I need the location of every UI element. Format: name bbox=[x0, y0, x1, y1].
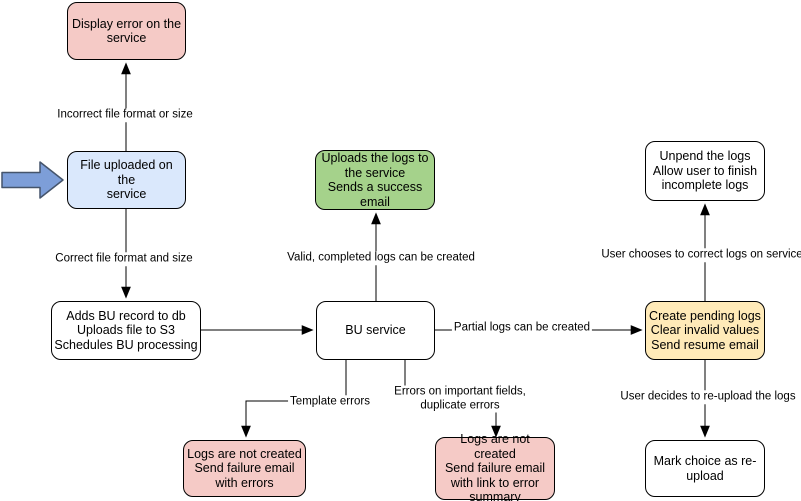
edge-label-user-decides: User decides to re-upload the logs bbox=[618, 390, 798, 404]
node-display-error: Display error on the service bbox=[67, 2, 186, 60]
node-bu-service: BU service bbox=[316, 301, 435, 360]
edge-label-important-fields: Errors on important fields, duplicate er… bbox=[392, 385, 528, 413]
node-file-uploaded: File uploaded on the service bbox=[67, 151, 186, 209]
edge-label-partial-logs: Partial logs can be created bbox=[451, 321, 593, 335]
node-logs-not-created-errors: Logs are not created Send failure email … bbox=[183, 440, 306, 497]
node-adds-bu-record: Adds BU record to db Uploads file to S3 … bbox=[51, 301, 201, 360]
edge-label-template-errors: Template errors bbox=[288, 395, 372, 409]
node-create-pending-logs: Create pending logs Clear invalid values… bbox=[645, 301, 765, 360]
edge-label-correct-format: Correct file format and size bbox=[53, 252, 195, 266]
block-arrow-right-icon bbox=[1, 161, 64, 199]
node-unpend-logs: Unpend the logs Allow user to finish inc… bbox=[645, 141, 765, 201]
edge-label-valid-logs: Valid, completed logs can be created bbox=[285, 251, 477, 265]
node-logs-not-created-summary: Logs are not created Send failure email … bbox=[435, 432, 555, 501]
node-uploads-logs-success: Uploads the logs to the service Sends a … bbox=[315, 150, 435, 210]
edge-label-incorrect-format: Incorrect file format or size bbox=[55, 108, 195, 122]
edge-label-user-chooses: User chooses to correct logs on service bbox=[599, 248, 801, 262]
node-mark-choice-reupload: Mark choice as re- upload bbox=[645, 440, 765, 497]
